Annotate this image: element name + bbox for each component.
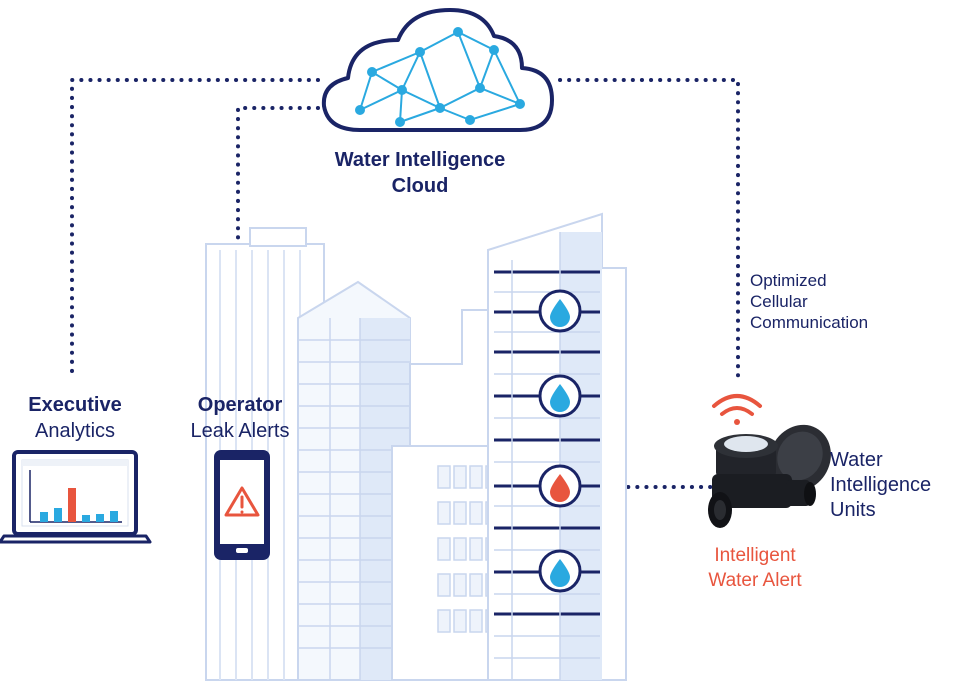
laptop-bar-chart-icon xyxy=(0,450,152,544)
units-line2: Intelligence xyxy=(830,474,932,496)
operator-subtitle: Leak Alerts xyxy=(190,420,290,442)
water-meter-device-icon xyxy=(708,424,831,528)
water-alert-label: Intelligent Water Alert xyxy=(680,543,830,593)
alert-line2: Water Alert xyxy=(708,570,802,591)
units-label: Water Intelligence Units xyxy=(830,448,960,523)
network-cloud-icon xyxy=(321,8,554,132)
units-line1: Water xyxy=(830,449,883,471)
wifi-signal-icon xyxy=(712,394,762,425)
connector-cloud-operator xyxy=(236,106,320,380)
cellular-line2: Cellular xyxy=(750,292,808,311)
operator-label: Operator Leak Alerts xyxy=(170,392,310,444)
units-line3: Units xyxy=(830,499,876,521)
sensor-1-water-drop-icon xyxy=(538,289,582,333)
sensor-2-water-drop-icon xyxy=(538,374,582,418)
sensor-3-alert-water-drop-icon xyxy=(538,464,582,508)
cellular-line3: Communication xyxy=(750,313,869,332)
buildings-illustration xyxy=(205,212,627,681)
connector-cloud-executive xyxy=(70,78,320,380)
cloud-title-line2: Cloud xyxy=(391,175,449,197)
operator-title: Operator xyxy=(197,394,283,416)
alert-line1: Intelligent xyxy=(714,545,796,566)
executive-title: Executive xyxy=(28,394,122,416)
cellular-label: Optimized Cellular Communication xyxy=(750,270,940,333)
building-right-tower xyxy=(487,212,627,681)
executive-label: Executive Analytics xyxy=(0,392,150,444)
cellular-line1: Optimized xyxy=(750,271,827,290)
cloud-label: Water Intelligence Cloud xyxy=(300,147,540,199)
executive-subtitle: Analytics xyxy=(34,420,116,442)
smartphone-warning-icon xyxy=(214,450,270,560)
sensor-icons xyxy=(538,289,582,593)
sensor-4-water-drop-icon xyxy=(538,549,582,593)
cloud-title-line1: Water Intelligence xyxy=(334,149,506,171)
